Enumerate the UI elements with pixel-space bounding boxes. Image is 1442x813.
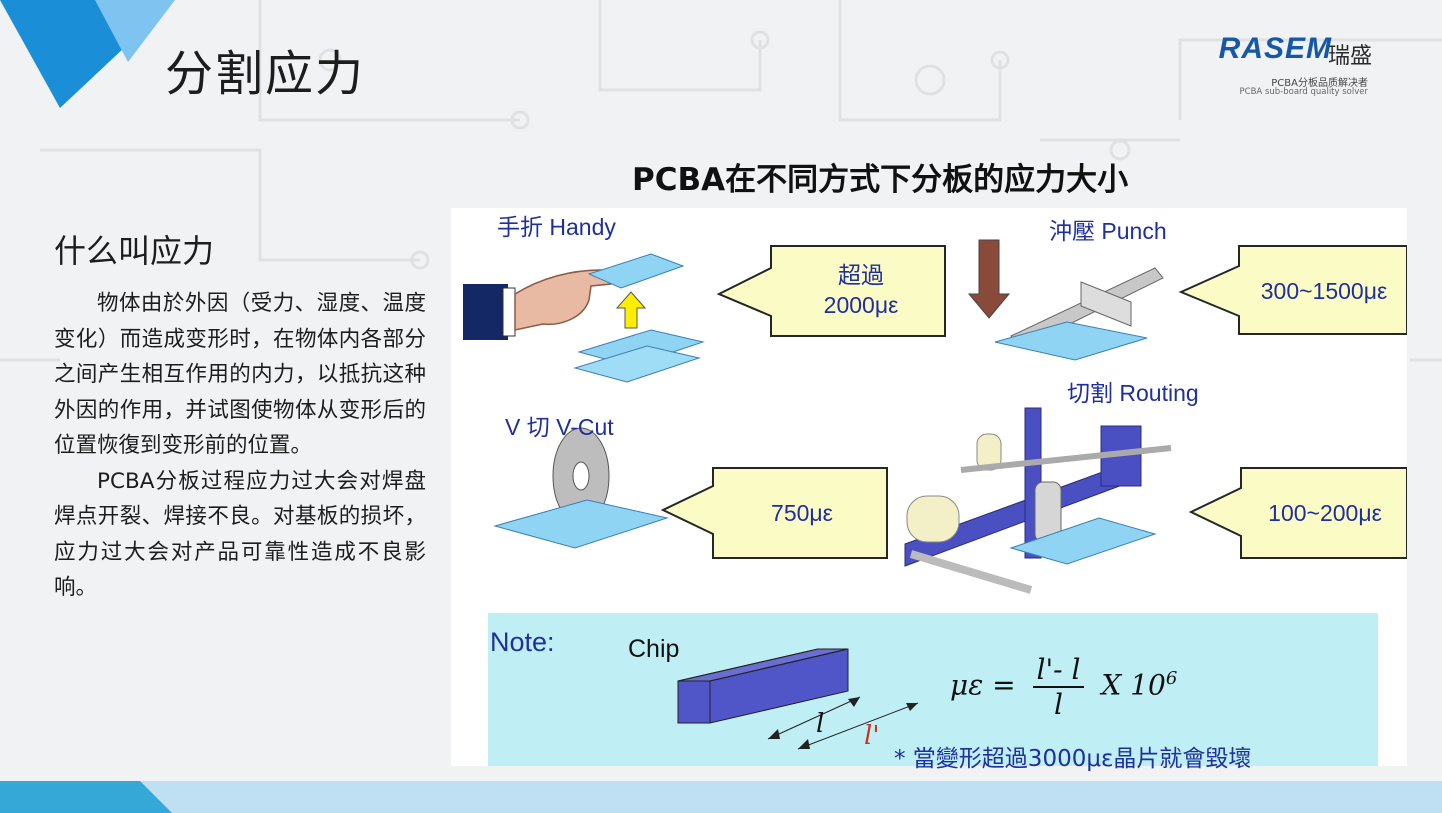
label-routing: 切割 Routing — [1067, 380, 1199, 406]
stress-figure: 手折 Handy 沖壓 Punch V 切 V-Cut 切割 Routing 超… — [451, 208, 1407, 772]
corner-decoration — [0, 0, 175, 108]
logo-tagline-cn: PCBA分板品质解决者 — [1271, 78, 1368, 89]
formula-denominator: l — [1054, 688, 1063, 721]
callout-routing — [1188, 467, 1407, 559]
routing-machine — [904, 407, 1172, 594]
callout-punch — [1178, 245, 1407, 335]
logo-brand: RASEM — [1218, 32, 1332, 65]
punch-press — [994, 267, 1164, 361]
note-warning: * 當變形超過3000με晶片就會毀壞 — [894, 746, 1252, 772]
formula-exponent: 6 — [1165, 668, 1178, 690]
callout-handy-line2: 2000με — [823, 292, 899, 318]
body-text: 物体由於外因（受力、湿度、温度变化）而造成变形时，在物体内各部分之间产生相互作用… — [54, 286, 426, 606]
slide-title: 分割应力 — [165, 46, 366, 102]
paragraph-definition: 物体由於外因（受力、湿度、温度变化）而造成变形时，在物体内各部分之间产生相互作用… — [54, 291, 426, 458]
formula: με = l'- l l X 106 — [950, 653, 1177, 721]
callout-handy — [716, 245, 946, 337]
callout-routing-text: 100~200με — [1268, 500, 1382, 526]
callout-vcut — [660, 467, 888, 559]
up-arrow-icon — [615, 291, 647, 329]
callout-handy-line1: 超過 — [838, 262, 884, 288]
logo-tagline-en: PCBA sub-board quality solver — [1239, 87, 1368, 97]
callout-handy-text: 超過 2000με — [781, 260, 941, 320]
figure-illustration — [463, 239, 1407, 594]
label-punch: 沖壓 Punch — [1049, 218, 1167, 244]
company-logo: RASEM 瑞盛 PCBA分板品质解决者 PCBA sub-board qual… — [1190, 30, 1372, 100]
paragraph-impact: PCBA分板过程应力过大会对焊盘焊点开裂、焊接不良。对基板的损坏，应力过大会对产… — [54, 468, 426, 601]
formula-numerator: l'- l — [1032, 653, 1085, 688]
hand-illustration — [463, 269, 623, 340]
footer-accent — [0, 781, 172, 813]
footer-bar — [0, 781, 1442, 813]
callout-vcut-text: 750με — [771, 500, 833, 526]
down-arrow-icon — [967, 239, 1011, 319]
logo-chinese: 瑞盛 — [1327, 44, 1372, 69]
label-vcut: V 切 V-Cut — [505, 414, 614, 440]
callout-punch-text: 300~1500με — [1260, 278, 1388, 304]
dim-l: l — [816, 709, 825, 739]
figure-title: PCBA在不同方式下分板的应力大小 — [632, 162, 1129, 198]
pcb-boards-handy — [573, 253, 705, 383]
vcut-blade — [493, 427, 669, 549]
formula-lhs: με = — [950, 668, 1016, 702]
chip-diagram — [677, 648, 919, 750]
section-heading: 什么叫应力 — [54, 232, 215, 270]
formula-multiplier: X 10 — [1101, 668, 1166, 702]
chip-label: Chip — [628, 635, 680, 663]
note-label: Note: — [490, 627, 555, 657]
label-handy: 手折 Handy — [497, 214, 616, 240]
note-box: Note: Chip l l' με = l'- l l X 106 * 當變形… — [488, 613, 1378, 772]
dim-l-prime: l' — [864, 721, 880, 751]
